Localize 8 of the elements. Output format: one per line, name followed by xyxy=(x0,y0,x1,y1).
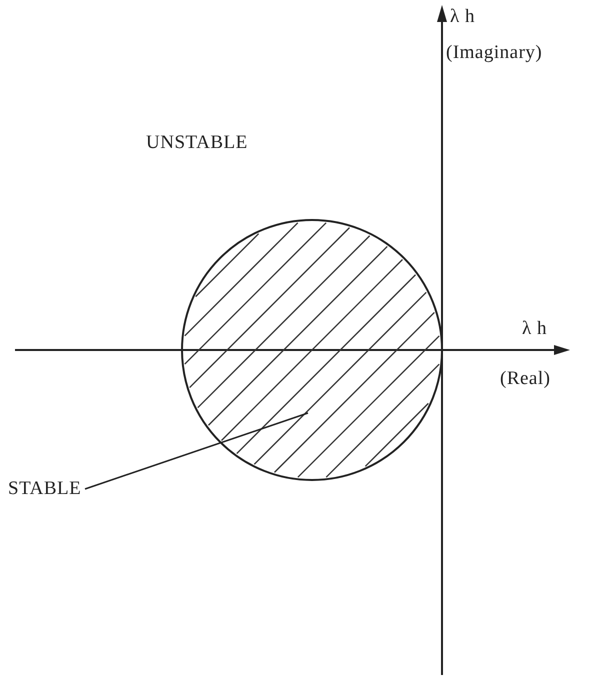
axis-label: λ h xyxy=(450,6,475,28)
hatched-stability-circle xyxy=(181,219,443,481)
axis-label: (Real) xyxy=(500,368,550,390)
region-label: UNSTABLE xyxy=(146,132,248,154)
axis-label: λ h xyxy=(522,318,547,340)
region-label: STABLE xyxy=(8,478,82,500)
leader-line xyxy=(84,412,308,490)
axis-label: (Imaginary) xyxy=(446,42,542,64)
